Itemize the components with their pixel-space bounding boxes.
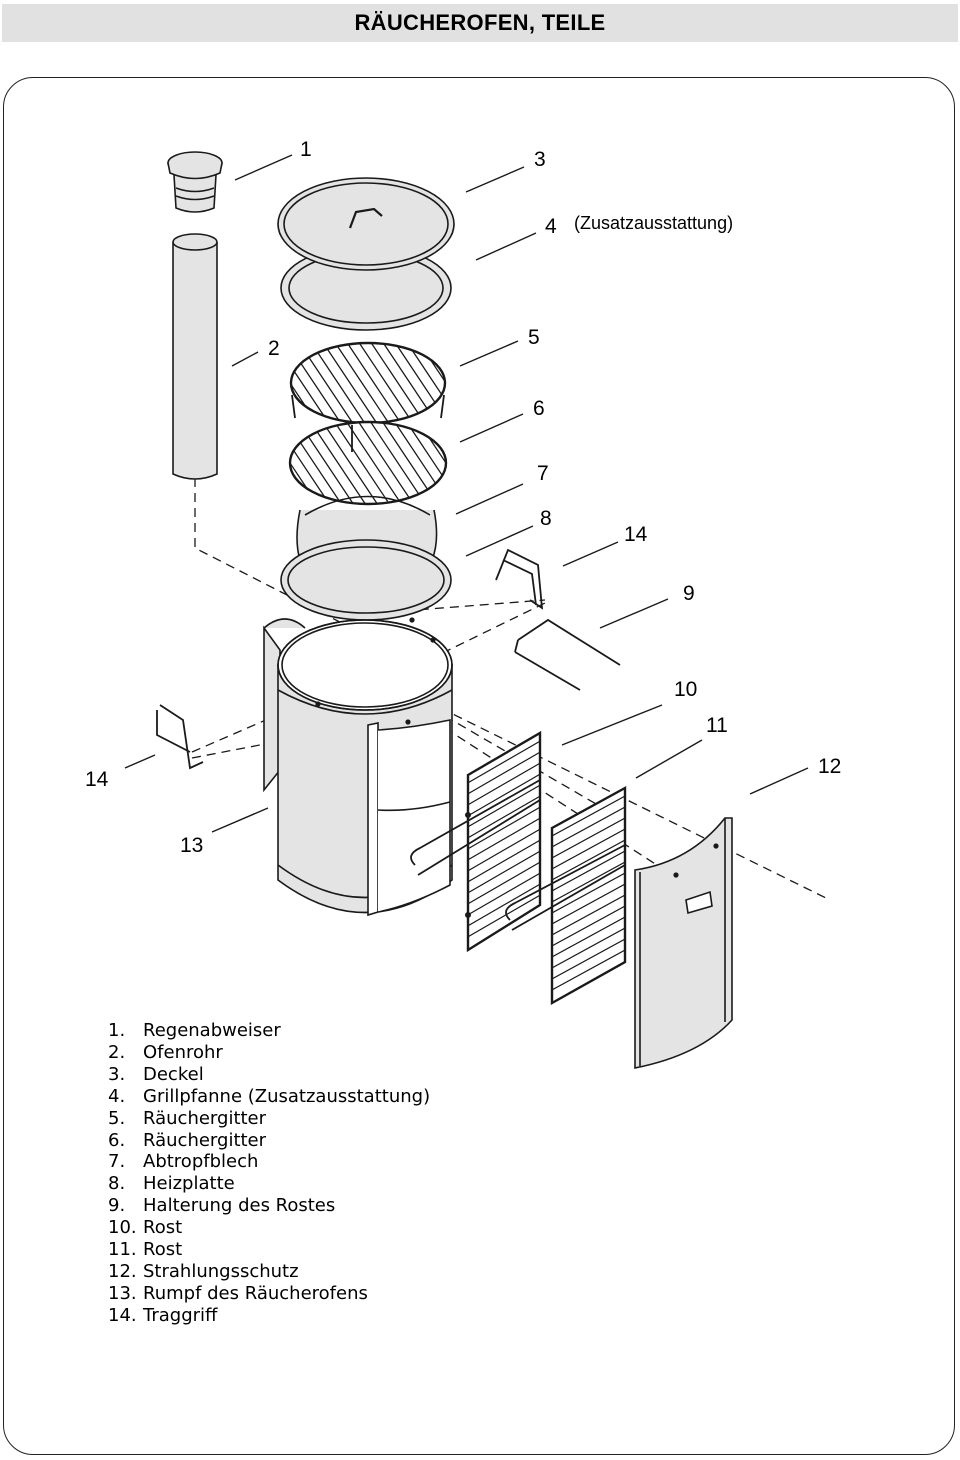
legend-number: 10. bbox=[108, 1217, 137, 1239]
callout-7: 7 bbox=[537, 462, 549, 485]
rain-cap bbox=[167, 151, 223, 213]
legend-number: 7. bbox=[108, 1151, 126, 1173]
leader-lines bbox=[124, 154, 809, 833]
legend-item: 5. Räuchergitter bbox=[108, 1108, 430, 1130]
legend-number: 6. bbox=[108, 1129, 126, 1151]
diagram-panel bbox=[3, 77, 955, 1455]
legend-item: 14. Traggriff bbox=[108, 1305, 430, 1327]
legend-label: Räuchergitter bbox=[143, 1129, 267, 1151]
smoker-body bbox=[263, 617, 453, 917]
legend-label: Abtropfblech bbox=[143, 1151, 259, 1173]
legend-number: 4. bbox=[108, 1085, 126, 1107]
legend-item: 6. Räuchergitter bbox=[108, 1130, 430, 1152]
callout-14-right: 14 bbox=[624, 523, 648, 546]
legend-label: Heizplatte bbox=[143, 1173, 235, 1195]
legend-number: 5. bbox=[108, 1107, 126, 1129]
legend-item: 3. Deckel bbox=[108, 1064, 430, 1086]
heating-plate bbox=[280, 539, 452, 621]
callout-12: 12 bbox=[818, 755, 842, 778]
legend-item: 8. Heizplatte bbox=[108, 1173, 430, 1195]
carry-handle-right bbox=[495, 548, 544, 610]
callout-11: 11 bbox=[706, 714, 728, 737]
callout-10: 10 bbox=[674, 678, 698, 701]
callout-3: 3 bbox=[534, 148, 546, 171]
legend-number: 2. bbox=[108, 1041, 126, 1063]
grill-rack-11 bbox=[505, 785, 627, 1006]
legend-number: 11. bbox=[108, 1239, 137, 1261]
legend-item: 10. Rost bbox=[108, 1217, 430, 1239]
legend-label: Rumpf des Räucherofens bbox=[143, 1282, 368, 1304]
heat-shield bbox=[634, 817, 733, 1069]
legend-label: Rost bbox=[143, 1217, 183, 1239]
legend-number: 12. bbox=[108, 1260, 137, 1282]
legend-label: Traggriff bbox=[143, 1304, 218, 1326]
callout-5: 5 bbox=[528, 326, 540, 349]
legend-label: Rost bbox=[143, 1239, 183, 1261]
callout-1: 1 bbox=[300, 138, 312, 161]
stove-pipe bbox=[172, 233, 218, 480]
grill-rack-10 bbox=[410, 730, 542, 953]
legend-label: Deckel bbox=[143, 1063, 204, 1085]
grate-holder bbox=[514, 618, 621, 691]
legend-label: Strahlungsschutz bbox=[143, 1260, 299, 1282]
legend-label: Halterung des Rostes bbox=[143, 1195, 336, 1217]
callout-8: 8 bbox=[540, 507, 552, 530]
legend-number: 14. bbox=[108, 1304, 137, 1326]
legend-label: Räuchergitter bbox=[143, 1107, 267, 1129]
callout-4: 4 bbox=[545, 215, 557, 238]
parts-legend: 1. Regenabweiser 2. Ofenrohr 3. Deckel 4. Gr… bbox=[108, 1020, 430, 1327]
legend-number: 8. bbox=[108, 1173, 126, 1195]
callout-14-left: 14 bbox=[85, 768, 109, 791]
lid bbox=[277, 177, 455, 271]
legend-item: 4. Grillpfanne (Zusatzausstattung) bbox=[108, 1086, 430, 1108]
header-bar: RÄUCHEROFEN, TEILE bbox=[2, 4, 958, 42]
legend-label: Regenabweiser bbox=[143, 1020, 281, 1041]
callout-6: 6 bbox=[533, 397, 545, 420]
callout-2: 2 bbox=[268, 337, 280, 360]
callout-13: 13 bbox=[180, 834, 204, 857]
legend-item: 11. Rost bbox=[108, 1239, 430, 1261]
smoking-grate-lower bbox=[288, 420, 448, 533]
callout-4-note: (Zusatzausstattung) bbox=[574, 213, 734, 233]
legend-item: 1. Regenabweiser bbox=[108, 1020, 430, 1042]
legend-label: Grillpfanne (Zusatzausstattung) bbox=[143, 1085, 431, 1107]
legend-item: 7. Abtropfblech bbox=[108, 1151, 430, 1173]
legend-label: Ofenrohr bbox=[143, 1041, 223, 1063]
legend-number: 1. bbox=[108, 1020, 126, 1041]
carry-handle-left bbox=[156, 704, 204, 770]
legend-item: 12. Strahlungsschutz bbox=[108, 1261, 430, 1283]
legend-number: 3. bbox=[108, 1063, 126, 1085]
legend-item: 2. Ofenrohr bbox=[108, 1042, 430, 1064]
legend-item: 9. Halterung des Rostes bbox=[108, 1195, 430, 1217]
legend-number: 13. bbox=[108, 1282, 137, 1304]
smoking-grate-upper bbox=[289, 341, 447, 425]
legend-item: 13. Rumpf des Räucherofens bbox=[108, 1283, 430, 1305]
callout-9: 9 bbox=[683, 582, 695, 605]
page-title: RÄUCHEROFEN, TEILE bbox=[354, 10, 606, 35]
legend-number: 9. bbox=[108, 1195, 126, 1217]
